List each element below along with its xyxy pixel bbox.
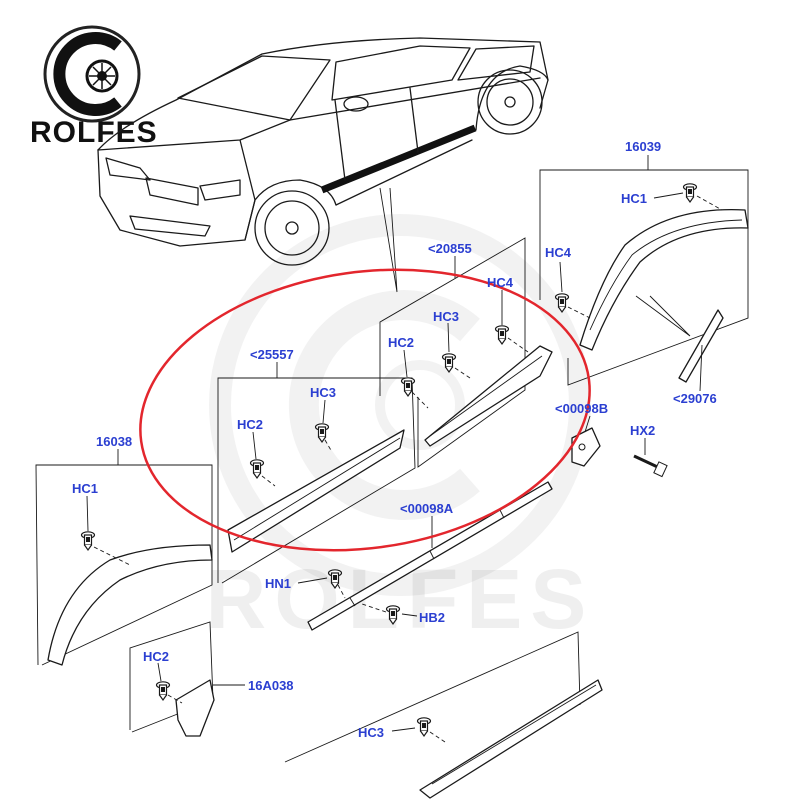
front-door-moulding-part xyxy=(227,429,405,553)
logo-text: ROLFES xyxy=(30,116,158,149)
highlight-ring xyxy=(139,268,591,552)
sill-bracket-part xyxy=(571,427,601,467)
callout-sill-cover-clip: HC3 xyxy=(358,725,384,740)
callout-labels: 16039 HC1 HC4 <20855 HC4 HC3 HC2 <25557 … xyxy=(72,139,717,740)
hx2-bolt xyxy=(633,454,668,478)
callout-rear-door-moulding: <20855 xyxy=(428,241,472,256)
callout-rear-arch-extension: <29076 xyxy=(673,391,717,406)
callout-rear-arch-clip: HC1 xyxy=(621,191,647,206)
mudflap-part xyxy=(175,679,215,737)
rear-door-moulding-part xyxy=(424,345,553,447)
callout-front-arch-clip: HC1 xyxy=(72,481,98,496)
callout-mudflap-clip: HC2 xyxy=(143,649,169,664)
callout-rear-door-clip-b: HC3 xyxy=(433,309,459,324)
callout-sill-bracket: <00098B xyxy=(555,401,608,416)
watermark: ROLFES xyxy=(206,214,595,646)
box-sill-cover xyxy=(284,631,581,763)
callout-front-door-clip-a: HC3 xyxy=(310,385,336,400)
fasteners xyxy=(80,183,698,737)
watermark-text: ROLFES xyxy=(206,552,595,646)
hc3-clip-sill xyxy=(416,717,432,737)
callout-mudflap: 16A038 xyxy=(248,678,294,693)
arch-extension-part xyxy=(678,309,724,383)
front-wheel xyxy=(254,190,330,266)
sill-rail-part xyxy=(307,481,553,631)
watermark-c-icon xyxy=(288,290,480,520)
hc2-clip-mudflap xyxy=(155,681,171,701)
logo-c-icon xyxy=(53,32,122,116)
logo-ring-icon xyxy=(43,25,141,123)
mirror xyxy=(343,96,369,112)
vehicle-illustration xyxy=(97,37,549,293)
callout-rear-arch: 16039 xyxy=(625,139,661,154)
hc1-clip-rear xyxy=(682,183,698,203)
watermark-ring-icon xyxy=(209,214,591,596)
callout-front-door-moulding: <25557 xyxy=(250,347,294,362)
watermark-wheel-icon xyxy=(375,360,465,450)
callout-rear-arch-lower-clip: HC4 xyxy=(545,245,572,260)
callout-front-arch: 16038 xyxy=(96,434,132,449)
hc4-clip-door xyxy=(494,325,510,345)
hc2-clip-front xyxy=(249,459,265,479)
rear-wheel xyxy=(477,69,543,135)
brand-logo: ROLFES xyxy=(30,25,158,149)
callout-sill-rail-bolt: HB2 xyxy=(419,610,445,625)
leader-lines xyxy=(86,155,723,743)
callout-sill-bracket-bolt: HX2 xyxy=(630,423,655,438)
callout-sill-rail-nut: HN1 xyxy=(265,576,291,591)
callout-front-door-clip-b: HC2 xyxy=(237,417,263,432)
callout-rear-door-clip-c: HC2 xyxy=(388,335,414,350)
parts xyxy=(47,208,749,799)
front-wheel-arch-part xyxy=(47,544,213,666)
callout-sill-rail: <00098A xyxy=(400,501,454,516)
side-moulding-strip xyxy=(320,124,477,194)
box-16038 xyxy=(35,464,213,666)
rear-wheel-arch-part xyxy=(579,208,749,351)
hc1-clip-front xyxy=(80,531,96,551)
callout-rear-door-clip-a: HC4 xyxy=(487,275,514,290)
sill-cover-part xyxy=(419,679,603,799)
box-20855 xyxy=(379,237,526,468)
box-16039 xyxy=(539,169,749,386)
